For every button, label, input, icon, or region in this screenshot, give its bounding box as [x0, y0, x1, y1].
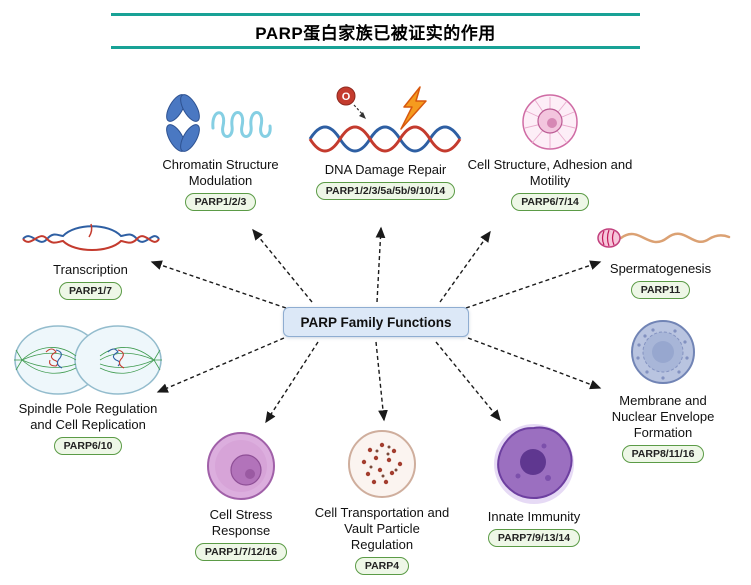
- center-hub-label: PARP Family Functions: [300, 314, 452, 330]
- function-node-cell-structure-adhesion-motility: Cell Structure, Adhesion and Motility PA…: [465, 92, 635, 211]
- function-node-spindle-pole-regulation: Spindle Pole Regulation and Cell Replica…: [8, 322, 168, 455]
- function-label: Transcription: [53, 262, 128, 277]
- dna-damage-icon: O: [298, 85, 473, 159]
- function-label: Innate Immunity: [487, 509, 581, 524]
- parp-badge: PARP1/2/3/5a/5b/9/10/14: [315, 181, 456, 200]
- function-node-cell-stress-response: Cell Stress Response PARP1/7/12/16: [182, 428, 300, 561]
- parp-badge: PARP11: [630, 280, 691, 299]
- function-node-transcription: Transcription PARP1/7: [18, 215, 163, 300]
- function-node-membrane-nuclear-envelope: Membrane and Nuclear Envelope Formation …: [598, 316, 728, 463]
- page-title: PARP蛋白家族已被证实的作用: [255, 24, 496, 43]
- sperm-icon: [591, 218, 731, 258]
- parp-badge: PARP1/7/12/16: [194, 542, 288, 561]
- parp-badge: PARP1/2/3: [184, 192, 257, 211]
- center-hub: PARP Family Functions: [283, 307, 469, 337]
- function-label: Spindle Pole Regulation and Cell Replica…: [18, 401, 158, 432]
- function-node-cell-transportation-vault: Cell Transportation and Vault Particle R…: [312, 426, 452, 575]
- svg-text:O: O: [342, 91, 351, 103]
- title-rule-bottom: [111, 46, 640, 49]
- function-label: Cell Transportation and Vault Particle R…: [314, 505, 450, 552]
- transcription-bubble-icon: [21, 215, 161, 259]
- nuclear-envelope-cell-icon: [623, 316, 703, 390]
- function-label: Membrane and Nuclear Envelope Formation: [611, 393, 715, 440]
- parp-badge: PARP6/10: [53, 436, 123, 455]
- function-node-spermatogenesis: Spermatogenesis PARP11: [588, 218, 733, 299]
- function-label: Spermatogenesis: [609, 261, 712, 276]
- parp-badge: PARP7/9/13/14: [487, 528, 581, 547]
- function-node-innate-immunity: Innate Immunity PARP7/9/13/14: [468, 422, 600, 547]
- function-label: Cell Stress Response: [209, 507, 273, 538]
- function-label: Chromatin Structure Modulation: [162, 157, 279, 188]
- parp-badge: PARP8/11/16: [621, 444, 705, 463]
- immune-cell-icon: [486, 422, 582, 506]
- function-node-dna-damage-repair: O DNA Damage Repair PARP1/2/3/5a/5b/9/10…: [298, 85, 473, 200]
- parp-badge: PARP1/7: [59, 281, 122, 300]
- cell-icon: [515, 92, 585, 154]
- chromosome-icon: [151, 92, 291, 154]
- function-label: Cell Structure, Adhesion and Motility: [467, 157, 633, 188]
- stress-cell-icon: [201, 428, 281, 504]
- parp-badge: PARP6/7/14: [511, 192, 589, 211]
- parp-badge: PARP4: [354, 556, 410, 575]
- dividing-cell-icon: [12, 322, 164, 398]
- title-rule-top: [111, 13, 640, 16]
- function-label: DNA Damage Repair: [324, 162, 447, 177]
- vault-particle-cell-icon: [342, 426, 422, 502]
- function-node-chromatin-structure-modulation: Chromatin Structure Modulation PARP1/2/3: [148, 92, 293, 211]
